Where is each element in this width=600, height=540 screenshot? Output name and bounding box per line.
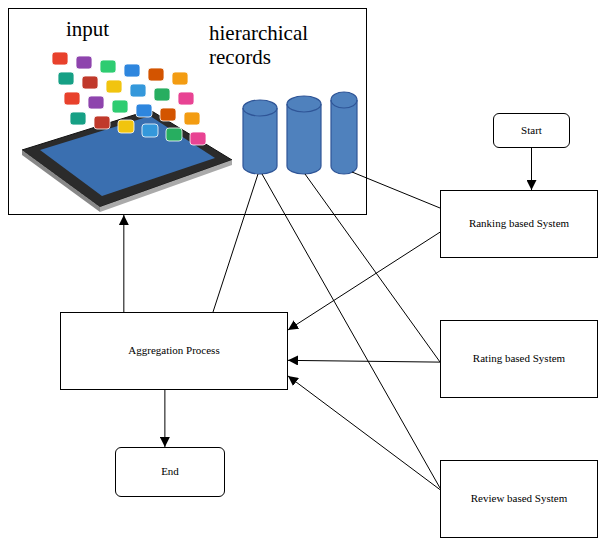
app-icon bbox=[100, 60, 116, 73]
app-icon bbox=[184, 112, 200, 125]
flow-arrow bbox=[123, 215, 124, 312]
app-icon bbox=[160, 108, 176, 121]
app-icon bbox=[172, 72, 188, 85]
process-box: Ranking based System bbox=[440, 190, 598, 258]
start-terminal: Start bbox=[493, 113, 570, 148]
phone-edge bbox=[22, 150, 100, 212]
phone-body bbox=[22, 110, 232, 207]
box-label: Review based System bbox=[471, 492, 568, 505]
box-label: End bbox=[161, 465, 179, 478]
app-icon bbox=[124, 64, 140, 77]
database-cylinder bbox=[287, 96, 321, 174]
database-cylinder bbox=[243, 100, 277, 174]
app-icon bbox=[106, 80, 122, 93]
box-label: Aggregation Process bbox=[128, 344, 219, 357]
flow-arrow bbox=[531, 148, 532, 190]
app-icon bbox=[190, 132, 206, 145]
cylinder-rim bbox=[243, 108, 277, 116]
app-icon bbox=[58, 72, 74, 85]
process-box: Aggregation Process bbox=[60, 312, 288, 390]
app-icon bbox=[52, 52, 68, 65]
app-icon bbox=[130, 84, 146, 97]
app-icon bbox=[82, 76, 98, 89]
app-icon bbox=[88, 96, 104, 109]
cylinder-rim bbox=[287, 104, 321, 112]
flow-arrow bbox=[288, 360, 440, 362]
panel-label: hierarchical records bbox=[209, 21, 354, 69]
app-icon bbox=[76, 56, 92, 69]
database-cylinders bbox=[243, 92, 357, 174]
data-link bbox=[305, 174, 440, 362]
flow-arrow bbox=[288, 376, 440, 490]
end-terminal: End bbox=[115, 447, 225, 497]
app-icon bbox=[94, 116, 110, 129]
box-label: Start bbox=[521, 124, 542, 137]
cylinder-rim bbox=[331, 100, 357, 108]
panel-label: input bbox=[66, 17, 109, 41]
flow-arrow bbox=[164, 390, 165, 447]
app-icon bbox=[142, 124, 158, 137]
app-icon bbox=[178, 92, 194, 105]
app-icon bbox=[118, 120, 134, 133]
flow-arrow bbox=[288, 232, 440, 330]
data-link bbox=[352, 172, 440, 208]
box-label: Rating based System bbox=[473, 352, 565, 365]
app-icon bbox=[70, 112, 86, 125]
process-box: Review based System bbox=[440, 460, 598, 538]
app-icons bbox=[52, 52, 206, 145]
process-box: Rating based System bbox=[440, 320, 598, 398]
input-panel: input hierarchical records bbox=[8, 8, 367, 215]
phone-illustration bbox=[22, 110, 232, 212]
app-icon bbox=[64, 92, 80, 105]
app-icon bbox=[148, 68, 164, 81]
phone-edge bbox=[100, 160, 232, 212]
box-label: Ranking based System bbox=[469, 217, 569, 230]
data-link bbox=[213, 174, 258, 312]
database-cylinder bbox=[331, 92, 357, 174]
app-icon bbox=[154, 88, 170, 101]
data-link bbox=[262, 174, 440, 488]
app-icon bbox=[136, 104, 152, 117]
app-icon bbox=[166, 128, 182, 141]
app-icon bbox=[112, 100, 128, 113]
